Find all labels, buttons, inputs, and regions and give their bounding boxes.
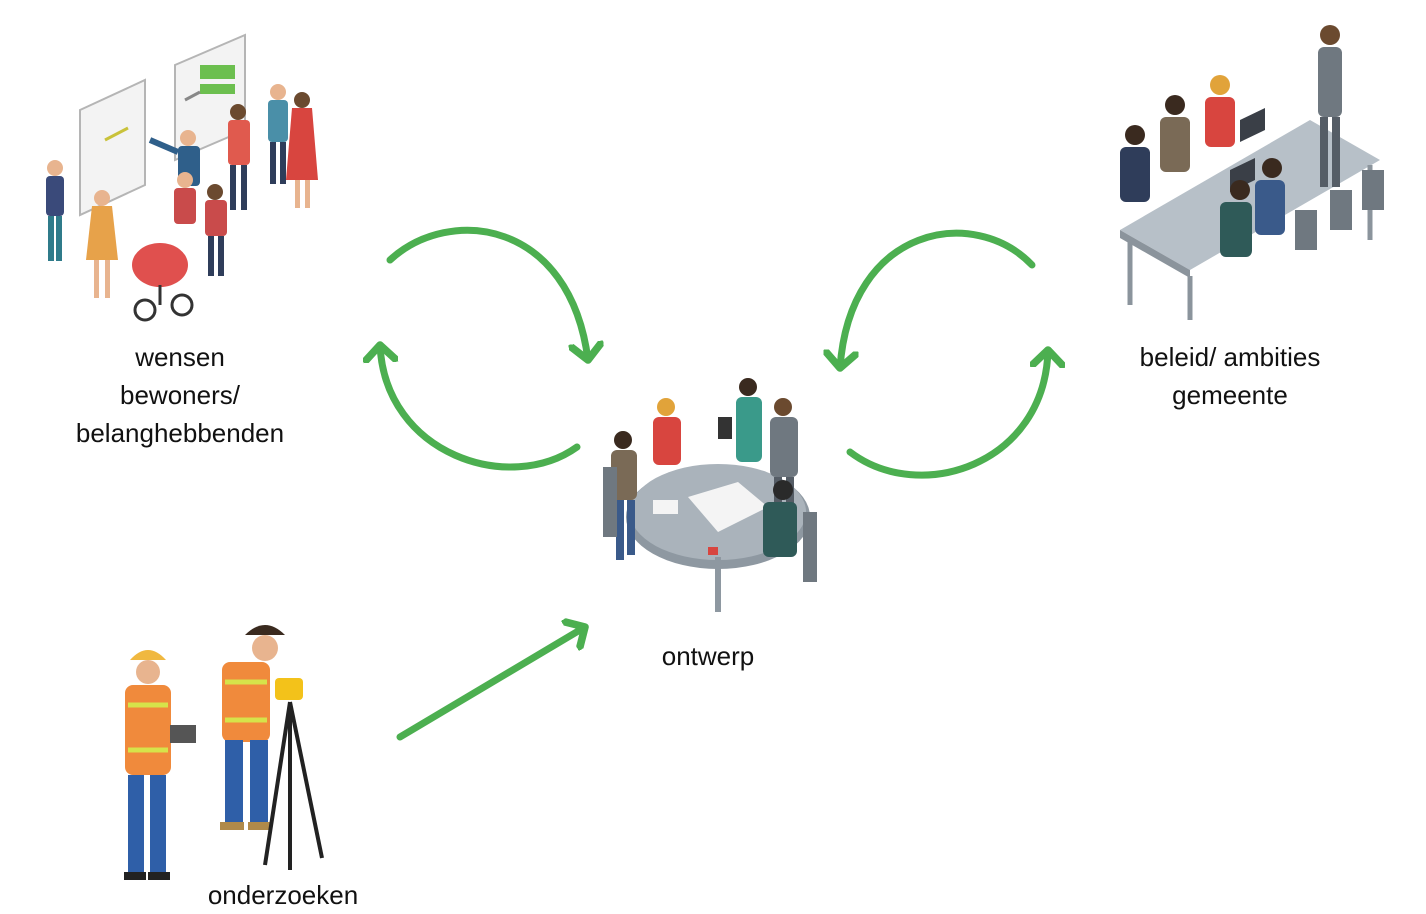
person	[611, 431, 637, 560]
stroller	[132, 243, 194, 322]
person	[1318, 25, 1342, 187]
label-line: onderzoeken	[207, 880, 359, 910]
label-line: ontwerp	[661, 641, 755, 671]
label-line: beleid/ ambities	[1139, 342, 1321, 372]
arrow-onderzoeken-to-ontwerp	[396, 627, 585, 741]
label-line: bewoners/	[120, 380, 240, 410]
office-meeting-illustration	[1120, 25, 1384, 320]
person	[1205, 75, 1235, 147]
label-ontwerp: ontwerp	[608, 637, 808, 675]
chair	[1295, 170, 1384, 250]
surveyor	[124, 650, 196, 880]
person	[1255, 158, 1285, 235]
person	[763, 480, 797, 557]
design-table-illustration	[603, 378, 817, 612]
label-line: wensen	[135, 342, 225, 372]
person	[286, 92, 318, 208]
label-gemeente: beleid/ ambities gemeente	[1080, 338, 1380, 414]
person	[653, 398, 681, 465]
person	[228, 104, 250, 210]
chair	[603, 467, 817, 582]
arrow-bewoners-to-ontwerp	[386, 226, 588, 360]
arrow-ontwerp-to-bewoners	[380, 345, 581, 471]
presentation-board	[79, 33, 246, 217]
person	[86, 190, 118, 298]
arrow-ontwerp-to-gemeente	[846, 350, 1048, 479]
community-meeting-illustration	[46, 33, 318, 322]
label-bewoners: wensen bewoners/ belanghebbenden	[30, 338, 330, 452]
surveyors-illustration	[124, 625, 324, 880]
person	[1160, 95, 1190, 172]
person	[1120, 125, 1150, 202]
person	[268, 84, 288, 184]
theodolite	[263, 678, 324, 870]
label-onderzoeken: onderzoeken	[183, 876, 383, 914]
person	[174, 172, 196, 224]
person	[46, 160, 64, 261]
person	[1220, 180, 1252, 257]
person	[718, 378, 762, 462]
arrow-gemeente-to-ontwerp	[840, 229, 1036, 368]
label-line: gemeente	[1172, 380, 1288, 410]
surveyor	[220, 625, 285, 830]
person	[205, 184, 227, 276]
label-line: belanghebbenden	[75, 418, 285, 448]
